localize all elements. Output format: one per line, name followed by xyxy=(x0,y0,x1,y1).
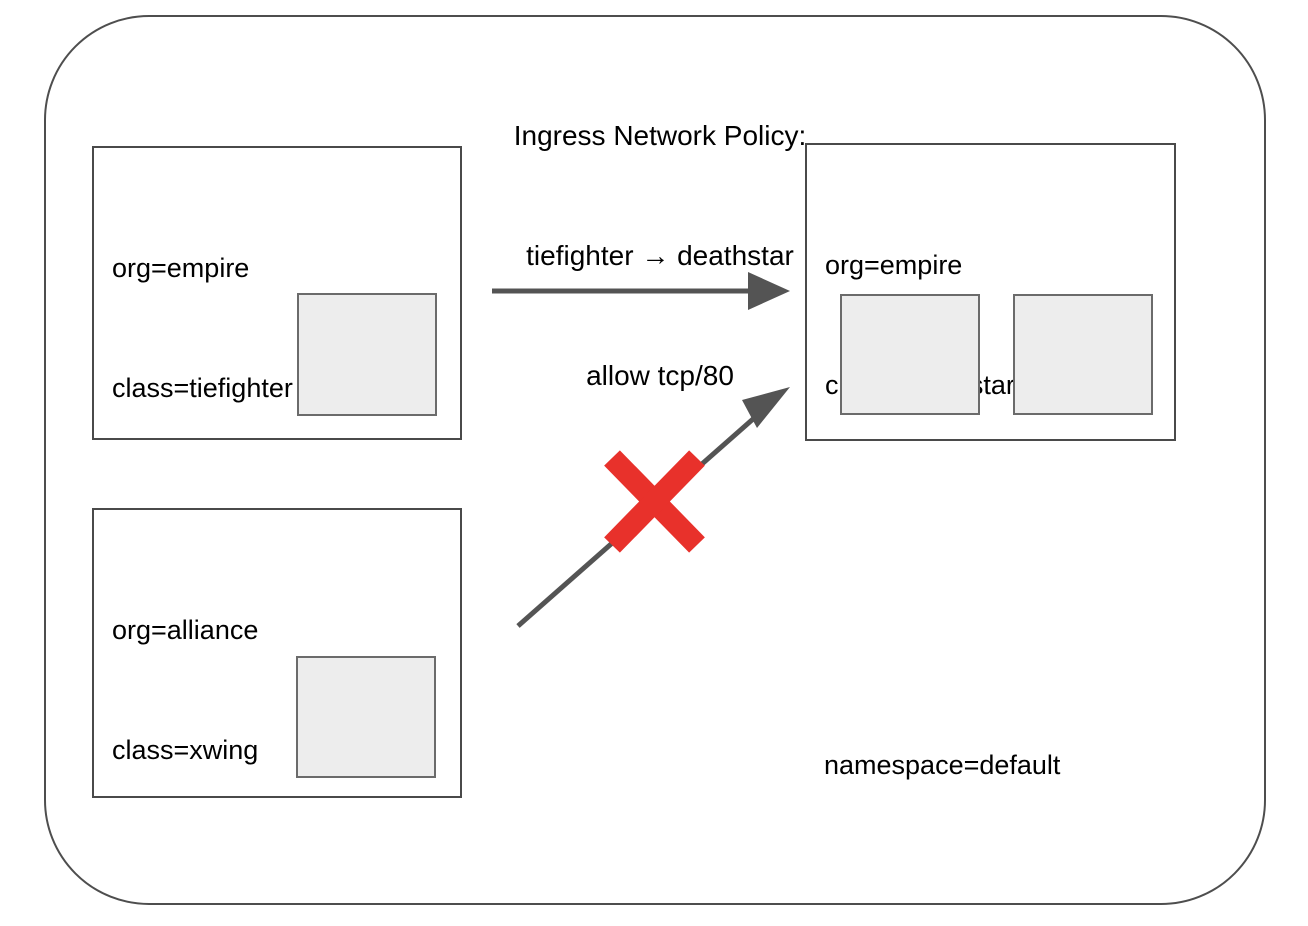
pod-tiefighter-1 xyxy=(297,293,437,416)
endpoint-box-tiefighter: org=empire class=tiefighter xyxy=(92,146,462,440)
policy-title-line-1: Ingress Network Policy: xyxy=(513,120,807,151)
pod-deathstar-2 xyxy=(1013,294,1153,415)
pod-deathstar-1 xyxy=(840,294,980,415)
endpoint-box-deathstar: org=empire class=deathstar xyxy=(805,143,1176,441)
endpoint-box-xwing: org=alliance class=xwing xyxy=(92,508,462,798)
label-class-xwing: class=xwing xyxy=(112,735,259,765)
endpoint-labels-xwing: org=alliance class=xwing xyxy=(112,530,258,850)
policy-title: Ingress Network Policy: tiefighter → dea… xyxy=(340,36,980,476)
label-class-tiefighter: class=tiefighter xyxy=(112,373,293,403)
label-org-deathstar: org=empire xyxy=(825,250,963,280)
namespace-label: namespace=default xyxy=(824,750,1061,780)
policy-title-line-3: allow tcp/80 xyxy=(586,360,734,391)
label-org-xwing: org=alliance xyxy=(112,615,259,645)
endpoint-labels-tiefighter: org=empire class=tiefighter xyxy=(112,168,293,488)
policy-title-line-2: tiefighter → deathstar xyxy=(526,240,794,271)
label-org-tiefighter: org=empire xyxy=(112,253,250,283)
namespace-boundary xyxy=(44,15,1266,905)
pod-xwing-1 xyxy=(296,656,436,778)
